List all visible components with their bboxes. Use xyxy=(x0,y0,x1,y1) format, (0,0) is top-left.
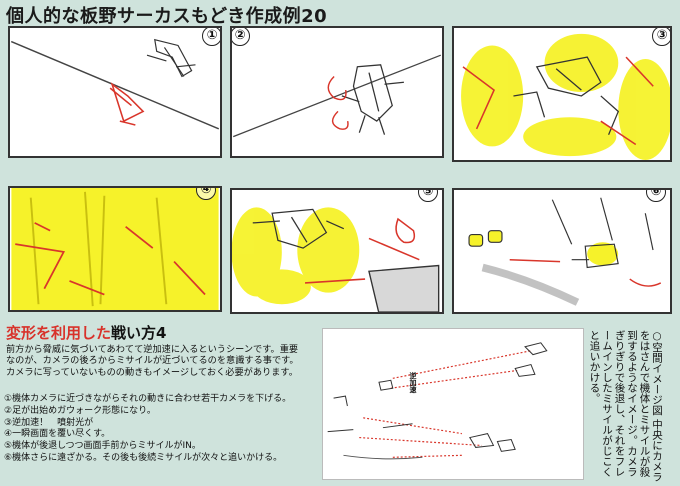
storyboard-panel-1: ① xyxy=(8,26,222,158)
panel-4-sketch xyxy=(11,188,219,310)
storyboard-panel-2: ② xyxy=(230,26,444,158)
section-subtitle: 変形を利用した戦い方4 xyxy=(6,322,166,343)
panel-5-sketch xyxy=(232,207,440,312)
panel-1-sketch xyxy=(10,38,220,130)
description-text: 前方から脅威に気づいてあわてて逆加速に入るというシーンです。重要なのが、カメラの… xyxy=(6,344,299,378)
step-item: ②足が出始めガウォーク形態になり。 xyxy=(4,405,156,416)
reverse-thrust-label: 逆加速 xyxy=(409,372,417,393)
panel-3-sketch xyxy=(461,33,670,160)
storyboard-panel-5: ⑤ xyxy=(230,188,444,314)
panel-number-2: ② xyxy=(232,28,250,46)
storyboard-panel-4: ④ xyxy=(8,186,222,312)
storyboard-panel-3: ③ xyxy=(452,26,672,162)
space-diagram-sketch xyxy=(327,342,548,460)
step-item: ⑤機体が後退しつつ画面手前からミサイルがIN。 xyxy=(4,441,201,452)
step-item: ④一瞬画面を覆い尽くす。 xyxy=(4,429,111,440)
panel-2-sketch xyxy=(233,54,441,138)
subtitle-rest: 戦い方4 xyxy=(111,324,167,342)
step-item: ③逆加速！ 噴射光が xyxy=(4,417,94,428)
page-title: 個人的な板野サーカスもどき作成例20 xyxy=(6,6,328,27)
space-image-note: ○空間イメージ図 中央にカメラをはさんで機体とミサイルが殺到するようなイメージ。… xyxy=(588,330,664,482)
subtitle-highlight: 変形を利用した xyxy=(6,324,112,342)
space-image-diagram xyxy=(322,328,584,480)
panel-number-3: ③ xyxy=(652,28,670,46)
storyboard-panel-6: ⑥ xyxy=(452,188,672,314)
panel-number-1: ① xyxy=(202,28,220,46)
step-item: ⑥機体さらに遠ざかる。その後も後続ミサイルが次々と追いかける。 xyxy=(4,452,283,463)
panel-6-sketch xyxy=(468,197,662,306)
step-item: ①機体カメラに近づきながらそれの動きに合わせ若干カメラを下げる。 xyxy=(4,394,292,404)
steps-list: ①機体カメラに近づきながらそれの動きに合わせ若干カメラを下げる。 ②足が出始めガ… xyxy=(4,394,324,465)
